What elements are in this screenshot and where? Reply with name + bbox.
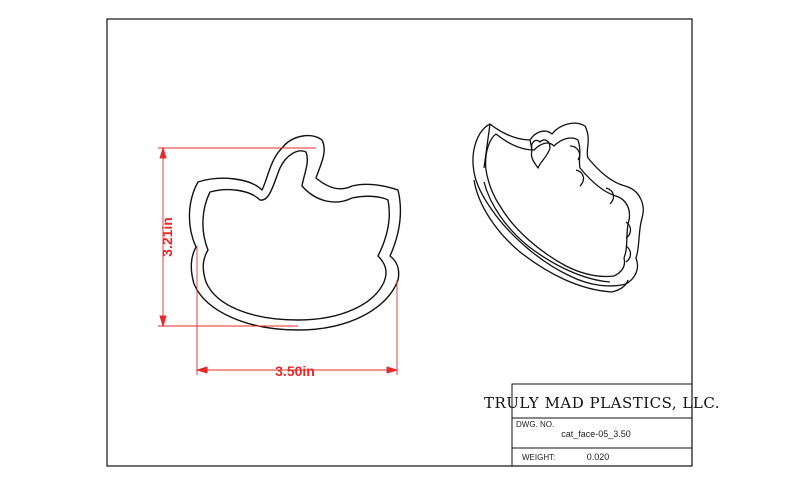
dimension-lines bbox=[158, 146, 399, 375]
dwg-no-label: DWG. NO. bbox=[516, 420, 554, 429]
company-name: TRULY MAD PLASTICS, LLC. bbox=[484, 394, 720, 412]
height-arrow-bottom bbox=[159, 315, 167, 328]
isometric-view bbox=[472, 122, 644, 293]
iso-ear-left bbox=[483, 123, 533, 169]
iso-outer-rim bbox=[472, 122, 644, 287]
weight-label: WEIGHT: bbox=[522, 453, 555, 462]
dwg-no-value: cat_face-05_3.50 bbox=[561, 429, 631, 439]
height-dimension-label: 3.21in bbox=[159, 217, 175, 257]
height-arrow-top bbox=[159, 146, 167, 159]
width-arrow-left bbox=[195, 366, 208, 374]
title-block bbox=[511, 383, 693, 467]
weight-value: 0.020 bbox=[587, 452, 610, 462]
outer-outline bbox=[188, 134, 402, 331]
drawing-border bbox=[106, 18, 693, 467]
iso-inner-rim bbox=[484, 133, 631, 278]
iso-wall-inner bbox=[483, 181, 611, 283]
iso-bumps bbox=[569, 145, 632, 263]
iso-heart bbox=[530, 139, 551, 169]
width-arrow-right bbox=[386, 366, 399, 374]
width-dimension-label: 3.50in bbox=[275, 363, 315, 379]
iso-base-edge bbox=[473, 179, 629, 293]
front-view-outline bbox=[188, 134, 402, 331]
inner-outline bbox=[202, 150, 390, 321]
